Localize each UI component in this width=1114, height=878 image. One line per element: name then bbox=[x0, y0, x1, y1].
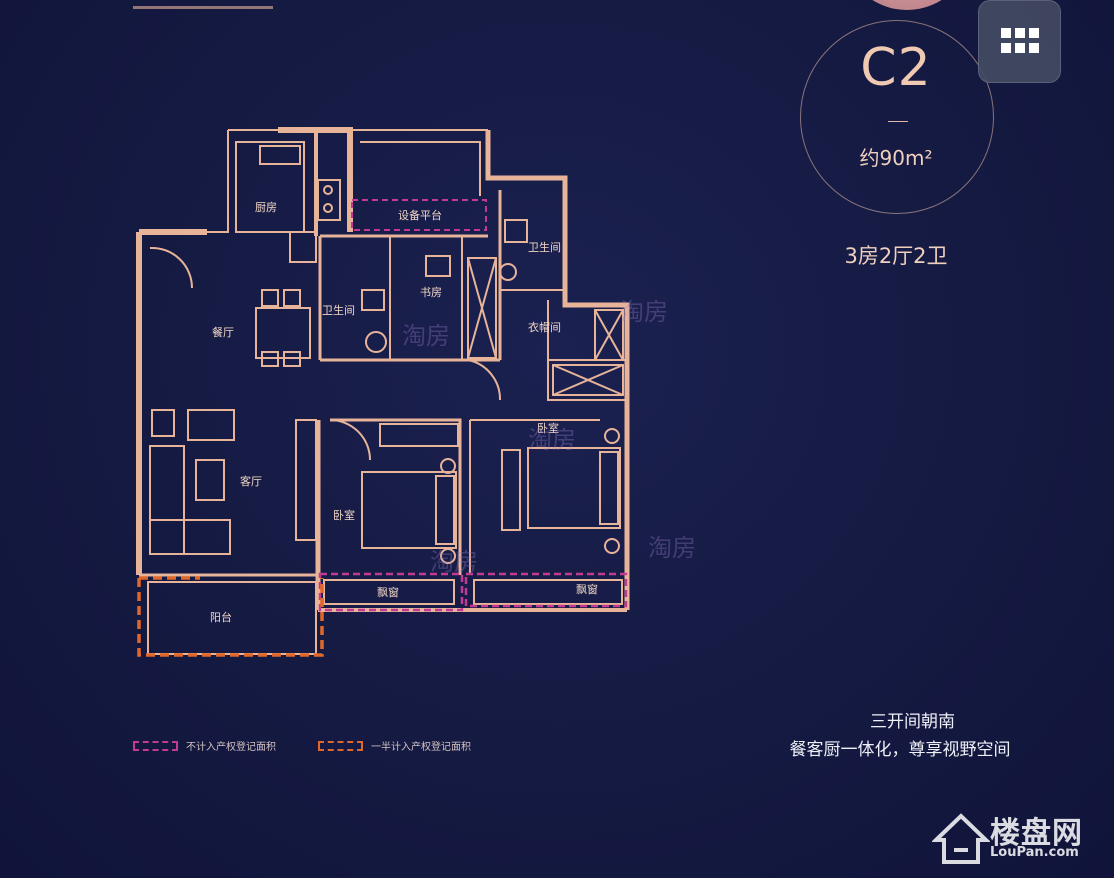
grid-menu-button[interactable] bbox=[978, 0, 1061, 83]
model-code: C2 bbox=[860, 38, 932, 98]
room-balcony: 阳台 bbox=[210, 610, 232, 624]
legend-half: 一半计入产权登记面积 bbox=[318, 738, 471, 753]
decorative-pink-circle bbox=[842, 0, 972, 10]
watermark-taofang-1: 淘房 bbox=[402, 322, 450, 350]
watermark-taofang-2: 淘房 bbox=[620, 298, 668, 326]
legend-half-swatch bbox=[318, 740, 363, 751]
watermark-taofang-3: 淘房 bbox=[528, 426, 576, 454]
legend-excluded-label: 不计入产权登记面积 bbox=[186, 742, 276, 753]
room-bay-window-right: 飘窗 bbox=[576, 582, 598, 596]
legend-excluded: 不计入产权登记面积 bbox=[133, 738, 276, 753]
room-bedroom-right: 卧室 bbox=[537, 421, 559, 435]
room-equipment-platform: 设备平台 bbox=[398, 208, 442, 222]
room-bathroom-left: 卫生间 bbox=[322, 303, 355, 317]
site-name-watermark: 楼盘网 bbox=[990, 816, 1083, 851]
room-living: 客厅 bbox=[240, 474, 262, 488]
balcony-dashed-outline bbox=[137, 578, 324, 657]
room-closet: 衣帽间 bbox=[528, 320, 561, 334]
grid-menu-icon bbox=[1001, 28, 1041, 58]
room-bedroom-left: 卧室 bbox=[333, 508, 355, 522]
layout-summary: 3房2厅2卫 bbox=[844, 244, 948, 268]
room-bay-window-left: 飘窗 bbox=[377, 585, 399, 599]
legend-excluded-swatch bbox=[133, 740, 178, 751]
watermark-taofang-5: 淘房 bbox=[430, 548, 478, 576]
house-logo-icon bbox=[932, 813, 990, 864]
site-url-watermark: LouPan.com bbox=[990, 845, 1079, 860]
model-badge-circle bbox=[800, 20, 994, 214]
room-study: 书房 bbox=[420, 286, 442, 299]
room-dining: 餐厅 bbox=[212, 325, 234, 339]
floor-plan-linework bbox=[136, 127, 630, 655]
legend-half-label: 一半计入产权登记面积 bbox=[371, 742, 471, 753]
bay-window-right-dashed-outline bbox=[464, 572, 628, 608]
room-bathroom-right: 卫生间 bbox=[528, 240, 561, 254]
top-cropped-title-fragment bbox=[133, 0, 273, 9]
feature-line-2: 餐客厨一体化，尊享视野空间 bbox=[789, 740, 1011, 760]
model-area: 约90m² bbox=[859, 146, 933, 170]
model-divider bbox=[888, 121, 908, 122]
room-kitchen: 厨房 bbox=[255, 201, 277, 214]
feature-line-1: 三开间朝南 bbox=[870, 712, 955, 732]
bay-window-left-dashed-outline bbox=[318, 572, 464, 612]
watermark-taofang-4: 淘房 bbox=[648, 534, 696, 562]
